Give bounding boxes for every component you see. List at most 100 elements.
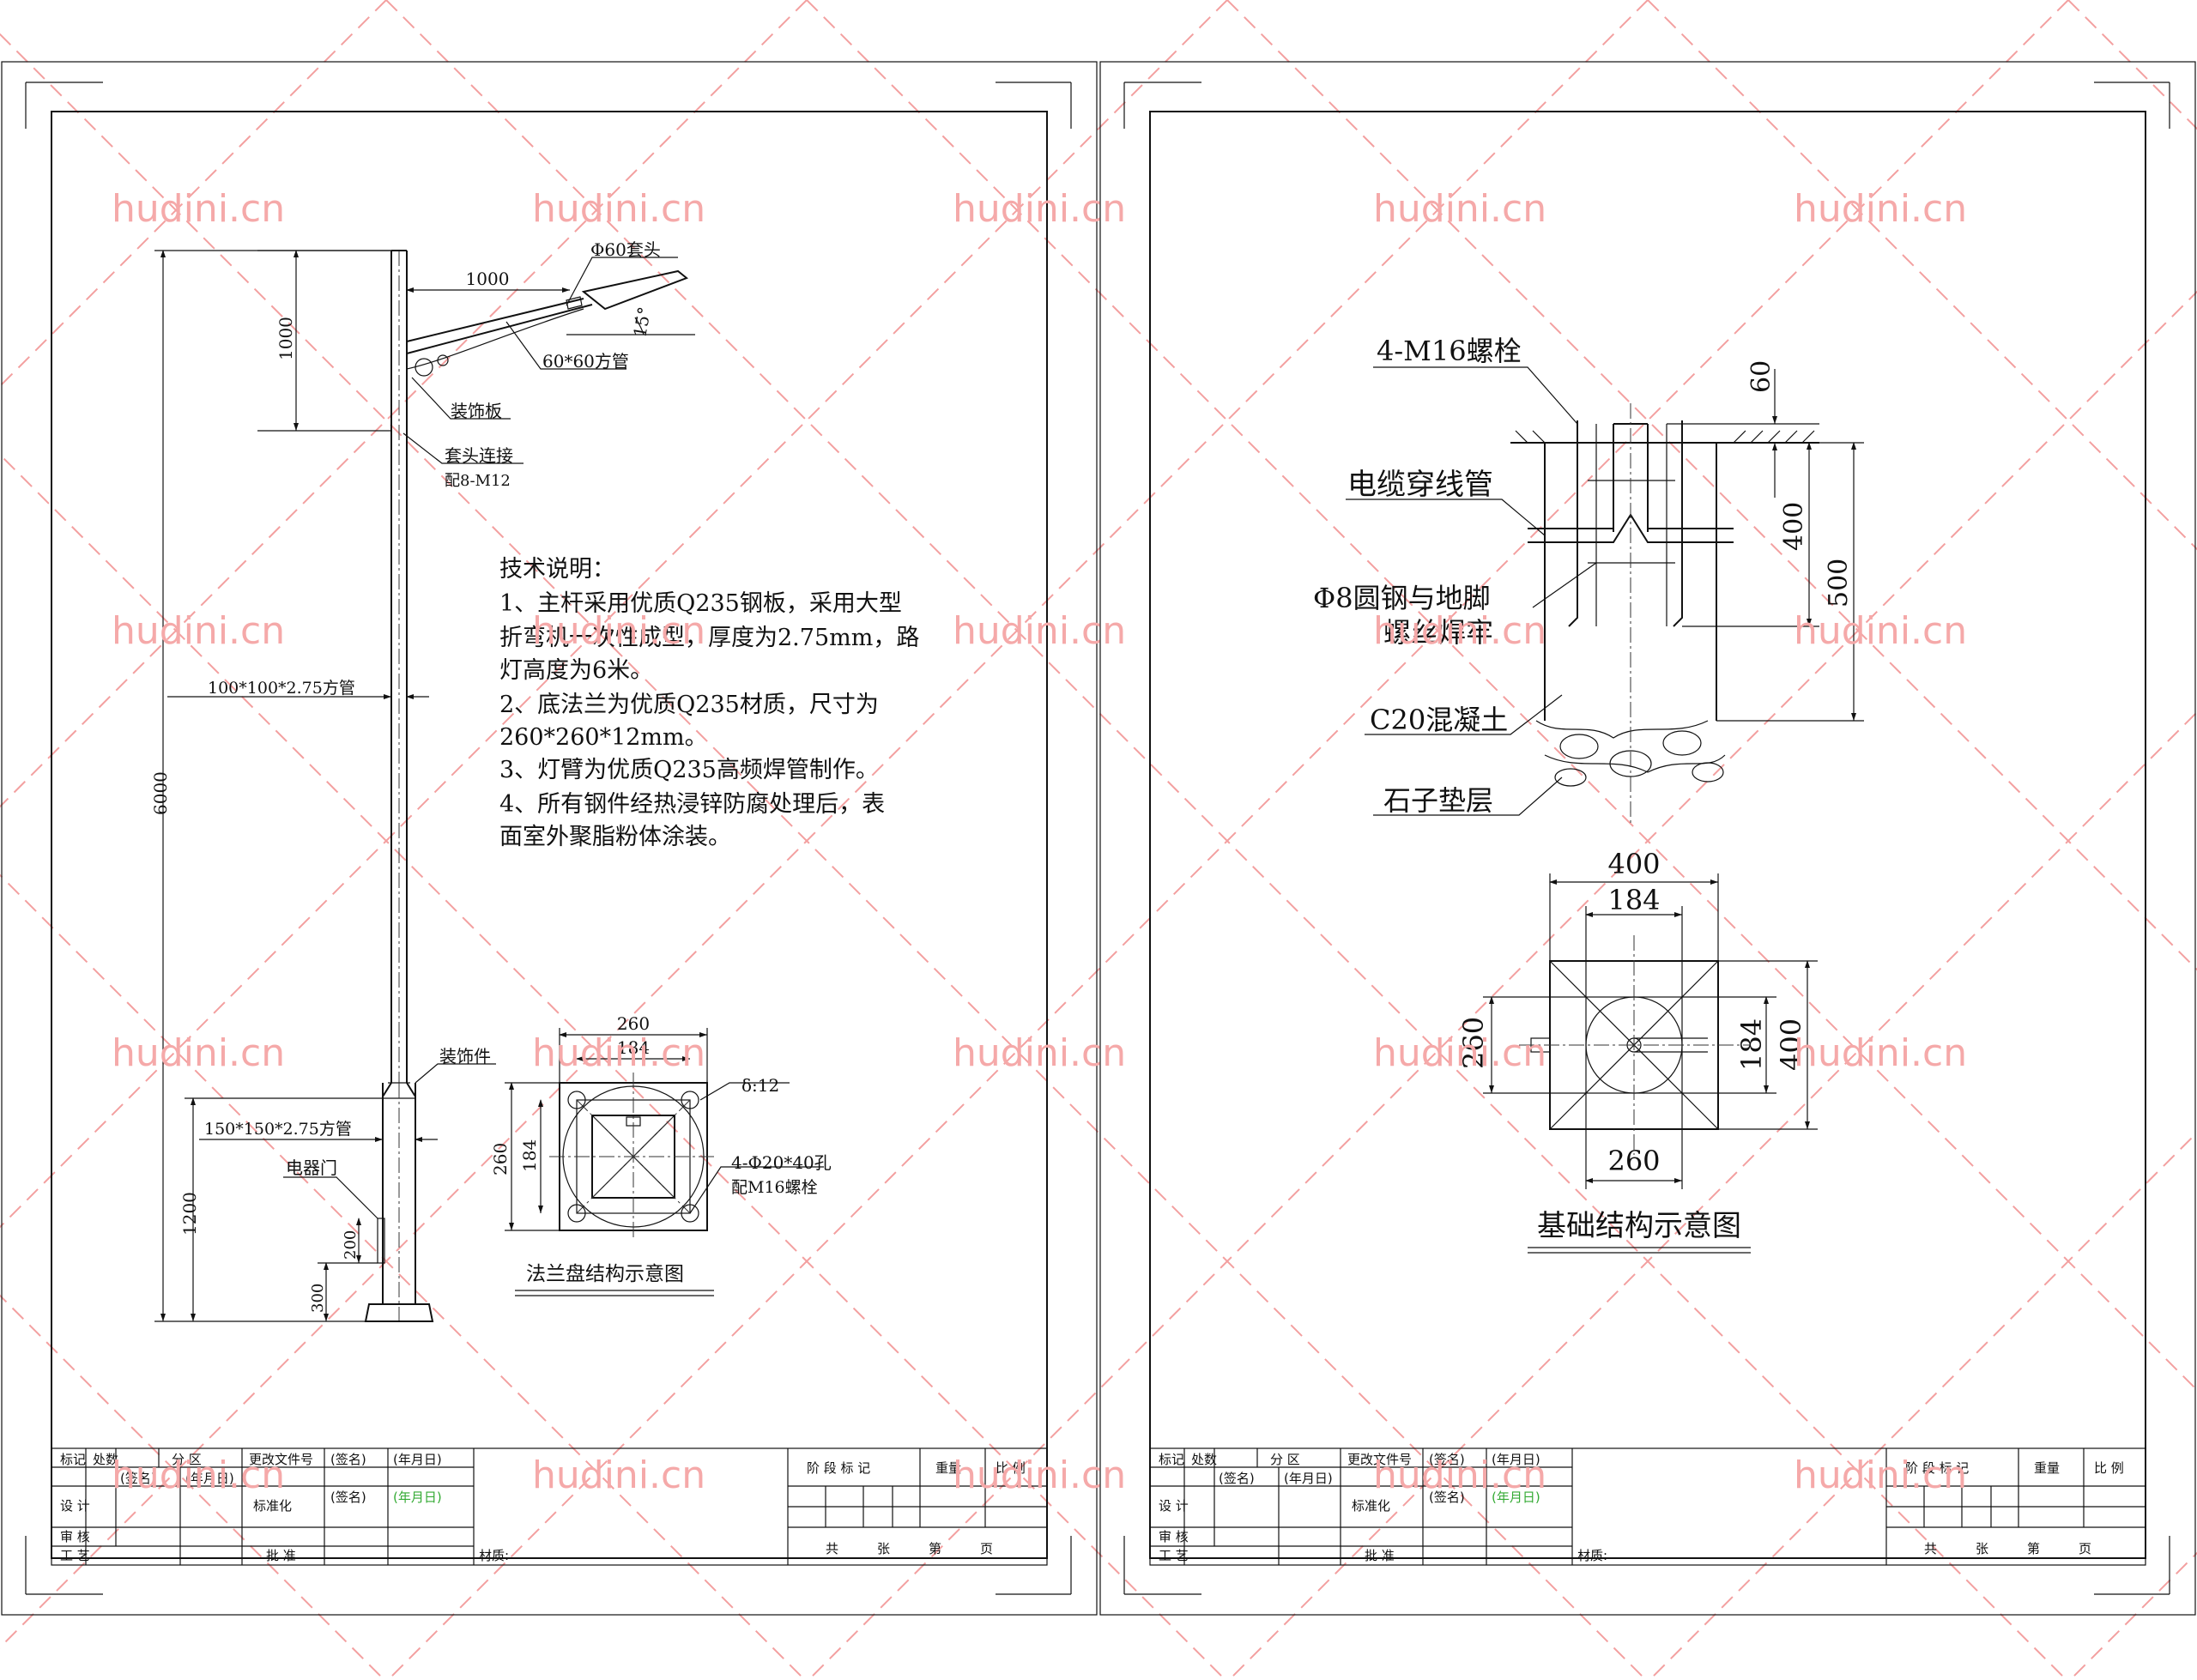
tb-weight: 重量: [2034, 1460, 2060, 1476]
plan-left-260: 260: [1457, 1017, 1490, 1069]
arm-length-dim: 1000: [466, 269, 510, 289]
foundation-section: [1510, 403, 1819, 824]
tb-sign: (签名): [330, 1490, 366, 1505]
section-dim-60: 60: [1746, 360, 1776, 393]
tb-sign: (签名): [120, 1471, 156, 1486]
note-line: 3、灯臂为优质Q235高频焊管制作。: [499, 757, 879, 783]
tb-no: 第: [2027, 1541, 2040, 1556]
joint-label: 套头连接: [445, 445, 513, 466]
section-dim-400: 400: [1779, 502, 1809, 551]
flange-width-260: 260: [617, 1013, 650, 1034]
tb-change-doc: 更改文件号: [1347, 1452, 1412, 1467]
watermark-line: [0, 0, 808, 808]
watermark-text: hudini.cn: [532, 1453, 705, 1497]
bolts-label: 4-M16螺栓: [1377, 335, 1522, 367]
tb-stage: 阶 段 标 记: [807, 1460, 870, 1476]
concrete-label: C20混凝土: [1370, 704, 1508, 736]
watermark-line: [808, 290, 2197, 1680]
door-height-dim: 200: [342, 1230, 360, 1260]
technical-notes: 技术说明： 1、主杆采用优质Q235钢板，采用大型 折弯机一次性成型，厚度为2.…: [499, 556, 919, 850]
light-pole: [364, 250, 434, 1322]
main-tube-label: 100*100*2.75方管: [208, 679, 355, 698]
tb-design: 设 计: [1159, 1498, 1189, 1514]
watermark-text: hudini.cn: [532, 1031, 705, 1075]
watermark-line: [1647, 0, 2197, 551]
watermark-line: [0, 0, 1228, 1229]
foundation-plan: [1519, 935, 1751, 1155]
plan-top-400: 400: [1607, 848, 1660, 880]
plan-top-184: 184: [1607, 884, 1660, 916]
flange-height-184: 184: [519, 1139, 540, 1172]
watermark-line: [1228, 710, 2197, 1680]
flange-bolts: 配M16螺栓: [731, 1178, 818, 1197]
flange-thickness: δ:12: [741, 1075, 779, 1096]
tb-stage: 阶 段 标 记: [1905, 1460, 1969, 1476]
note-line: 260*260*12mm。: [499, 724, 708, 751]
tb-date: (年月日): [393, 1490, 442, 1505]
note-line: 2、底法兰为优质Q235材质，尺寸为: [499, 692, 879, 718]
tb-process: 工 艺: [1159, 1548, 1189, 1563]
gravel-label: 石子垫层: [1383, 784, 1493, 817]
tb-standard: 标准化: [1352, 1498, 1390, 1514]
watermark-text: hudini.cn: [1794, 187, 1967, 231]
tb-no: 第: [929, 1541, 941, 1556]
tb-count: 处数: [93, 1452, 118, 1467]
tb-review: 审 核: [60, 1529, 90, 1544]
tb-approve: 批 准: [1365, 1548, 1395, 1563]
watermark-line: [0, 453, 1226, 1680]
left-sheet: 1000 1000 Φ60套头 15° 60*60方管 装饰板 套头连接 配8-…: [1, 61, 1098, 1616]
tb-count: 处数: [1191, 1452, 1217, 1467]
lower-tube-label: 150*150*2.75方管: [204, 1120, 352, 1139]
tb-total: 共: [1924, 1541, 1937, 1556]
watermark-line: [1226, 0, 2197, 971]
watermark-text: hudini.cn: [953, 1453, 1126, 1497]
tb-zone: 分 区: [1270, 1452, 1300, 1467]
arm-rise-dim: 1000: [275, 317, 296, 360]
tb-approve: 批 准: [266, 1548, 296, 1563]
watermark-text: hudini.cn: [112, 187, 285, 231]
watermark-line: [387, 0, 2069, 1680]
flange-caption: 法兰盘结构示意图: [526, 1263, 684, 1285]
right-sheet: 60 400 500 4-M16螺栓 电缆穿线管 Φ8圆钢与地脚 螺丝焊牢 C2…: [1099, 61, 2196, 1616]
tb-material: 材质:: [479, 1548, 509, 1563]
tb-sign: (签名): [1429, 1490, 1465, 1505]
tb-mark: 标记: [1159, 1452, 1184, 1467]
tb-date: (年月日): [1492, 1490, 1540, 1505]
door-label: 电器门: [286, 1157, 337, 1178]
watermark-text: hudini.cn: [953, 1031, 1126, 1075]
watermark-line: [385, 0, 2067, 1680]
tb-weight: 重量: [935, 1460, 961, 1476]
watermark-line: [0, 873, 806, 1680]
watermark-line: [0, 1294, 385, 1680]
note-line: 折弯机一次性成型，厚度为2.75mm，路: [499, 625, 919, 651]
tb-page: 页: [980, 1541, 993, 1556]
watermark-text: hudini.cn: [112, 1453, 285, 1497]
tb-date: (年月日): [393, 1452, 442, 1467]
notes-title: 技术说明：: [499, 556, 615, 583]
watermark-text: hudini.cn: [532, 187, 705, 231]
tb-process: 工 艺: [60, 1548, 90, 1563]
watermark-text: hudini.cn: [1373, 609, 1546, 653]
flange-height-260: 260: [490, 1143, 511, 1175]
tb-change-doc: 更改文件号: [249, 1452, 313, 1467]
title-block-right: 标记 处数 分 区 更改文件号 (签名) (年月日) 设 计 (签名) (年月日…: [1149, 1447, 2146, 1566]
head-label: Φ60套头: [590, 239, 661, 260]
flange-plate-diagram: [549, 1073, 717, 1241]
section-dim-500: 500: [1824, 559, 1854, 607]
plan-right-400: 400: [1775, 1018, 1807, 1071]
flange-width-184: 184: [617, 1037, 650, 1058]
watermark-texts: hudini.cn hudini.cn hudini.cn hudini.cn hudi…: [112, 187, 1967, 1497]
tb-sign: (签名): [1429, 1452, 1465, 1467]
door-base-dim: 300: [309, 1284, 327, 1313]
watermark-text: hudini.cn: [1794, 609, 1967, 653]
rebar-label-1: Φ8圆钢与地脚: [1313, 582, 1491, 614]
watermark-text: hudini.cn: [1373, 1453, 1546, 1497]
joint-bolts-label: 配8-M12: [445, 472, 511, 490]
tb-scale: 比 例: [2094, 1460, 2124, 1476]
watermark-line: [806, 0, 2197, 1392]
arm-angle: 15°: [629, 305, 655, 339]
tb-sheets: 张: [1976, 1541, 1988, 1556]
tb-mark: 标记: [60, 1452, 86, 1467]
